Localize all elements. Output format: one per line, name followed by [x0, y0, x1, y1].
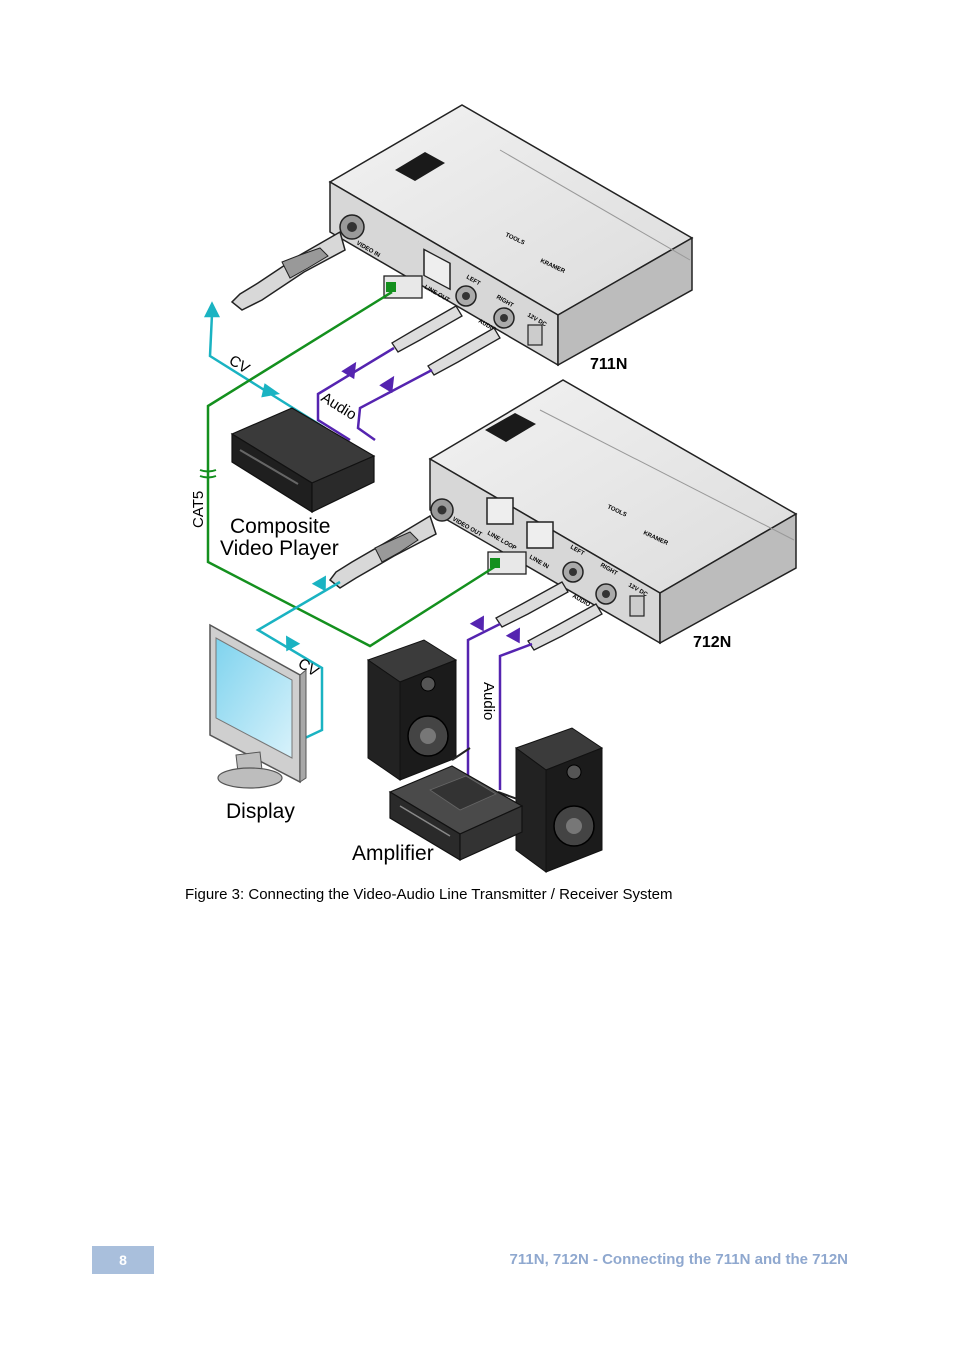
- label-source-line1: Composite: [230, 515, 330, 538]
- cat5-cable: [199, 290, 497, 648]
- audio-cable-bottom: [466, 615, 533, 790]
- line-in-port: [526, 521, 554, 549]
- page-number: 8: [92, 1246, 154, 1274]
- speaker-left-icon: [366, 639, 458, 781]
- cat5-plug-bottom: [487, 551, 527, 575]
- line-out-port: [423, 248, 451, 291]
- display-icon: [209, 623, 307, 789]
- running-footer: 711N, 712N - Connecting the 711N and the…: [509, 1251, 848, 1268]
- video-player-icon: [230, 407, 376, 514]
- figure-caption: Figure 3: Connecting the Video-Audio Lin…: [185, 886, 673, 903]
- label-source-line2: Video Player: [220, 537, 339, 560]
- device-712n: KRAMER TOOLS VIDEO OUT LINE LOOP LINE IN…: [428, 379, 798, 645]
- device-711n: KRAMER TOOLS VIDEO IN LINE OUT LEFT RIGH…: [328, 104, 694, 367]
- line-loop-port: [486, 497, 514, 525]
- label-711n: 711N: [590, 356, 627, 373]
- label-audio-top: Audio: [318, 389, 360, 424]
- label-amplifier: Amplifier: [352, 842, 434, 865]
- speaker-right-icon: [514, 727, 604, 873]
- kramer-logo-icon: [395, 152, 445, 181]
- rca-plugs-top: [391, 305, 501, 376]
- kramer-logo-icon: [485, 413, 536, 442]
- label-cv-top: CV: [226, 352, 253, 377]
- rca-plugs-bottom: [495, 581, 603, 651]
- connection-diagram: KRAMER TOOLS VIDEO IN LINE OUT LEFT RIGH…: [190, 104, 798, 873]
- label-audio-bottom: Audio: [480, 682, 497, 720]
- power-jack-711n: [527, 324, 543, 346]
- label-712n: 712N: [693, 634, 731, 651]
- label-display: Display: [226, 800, 295, 823]
- cat5-plug-top: [383, 275, 423, 299]
- cv-cable-top: [203, 301, 326, 430]
- power-jack-712n: [629, 595, 645, 617]
- audio-cable-top: [316, 346, 433, 442]
- bnc-plug-bottom: [328, 514, 437, 589]
- amplifier-icon: [388, 765, 524, 862]
- cv-cable-bottom: [255, 575, 341, 740]
- label-cat5: CAT5: [190, 491, 207, 528]
- bnc-plug-top: [230, 230, 346, 311]
